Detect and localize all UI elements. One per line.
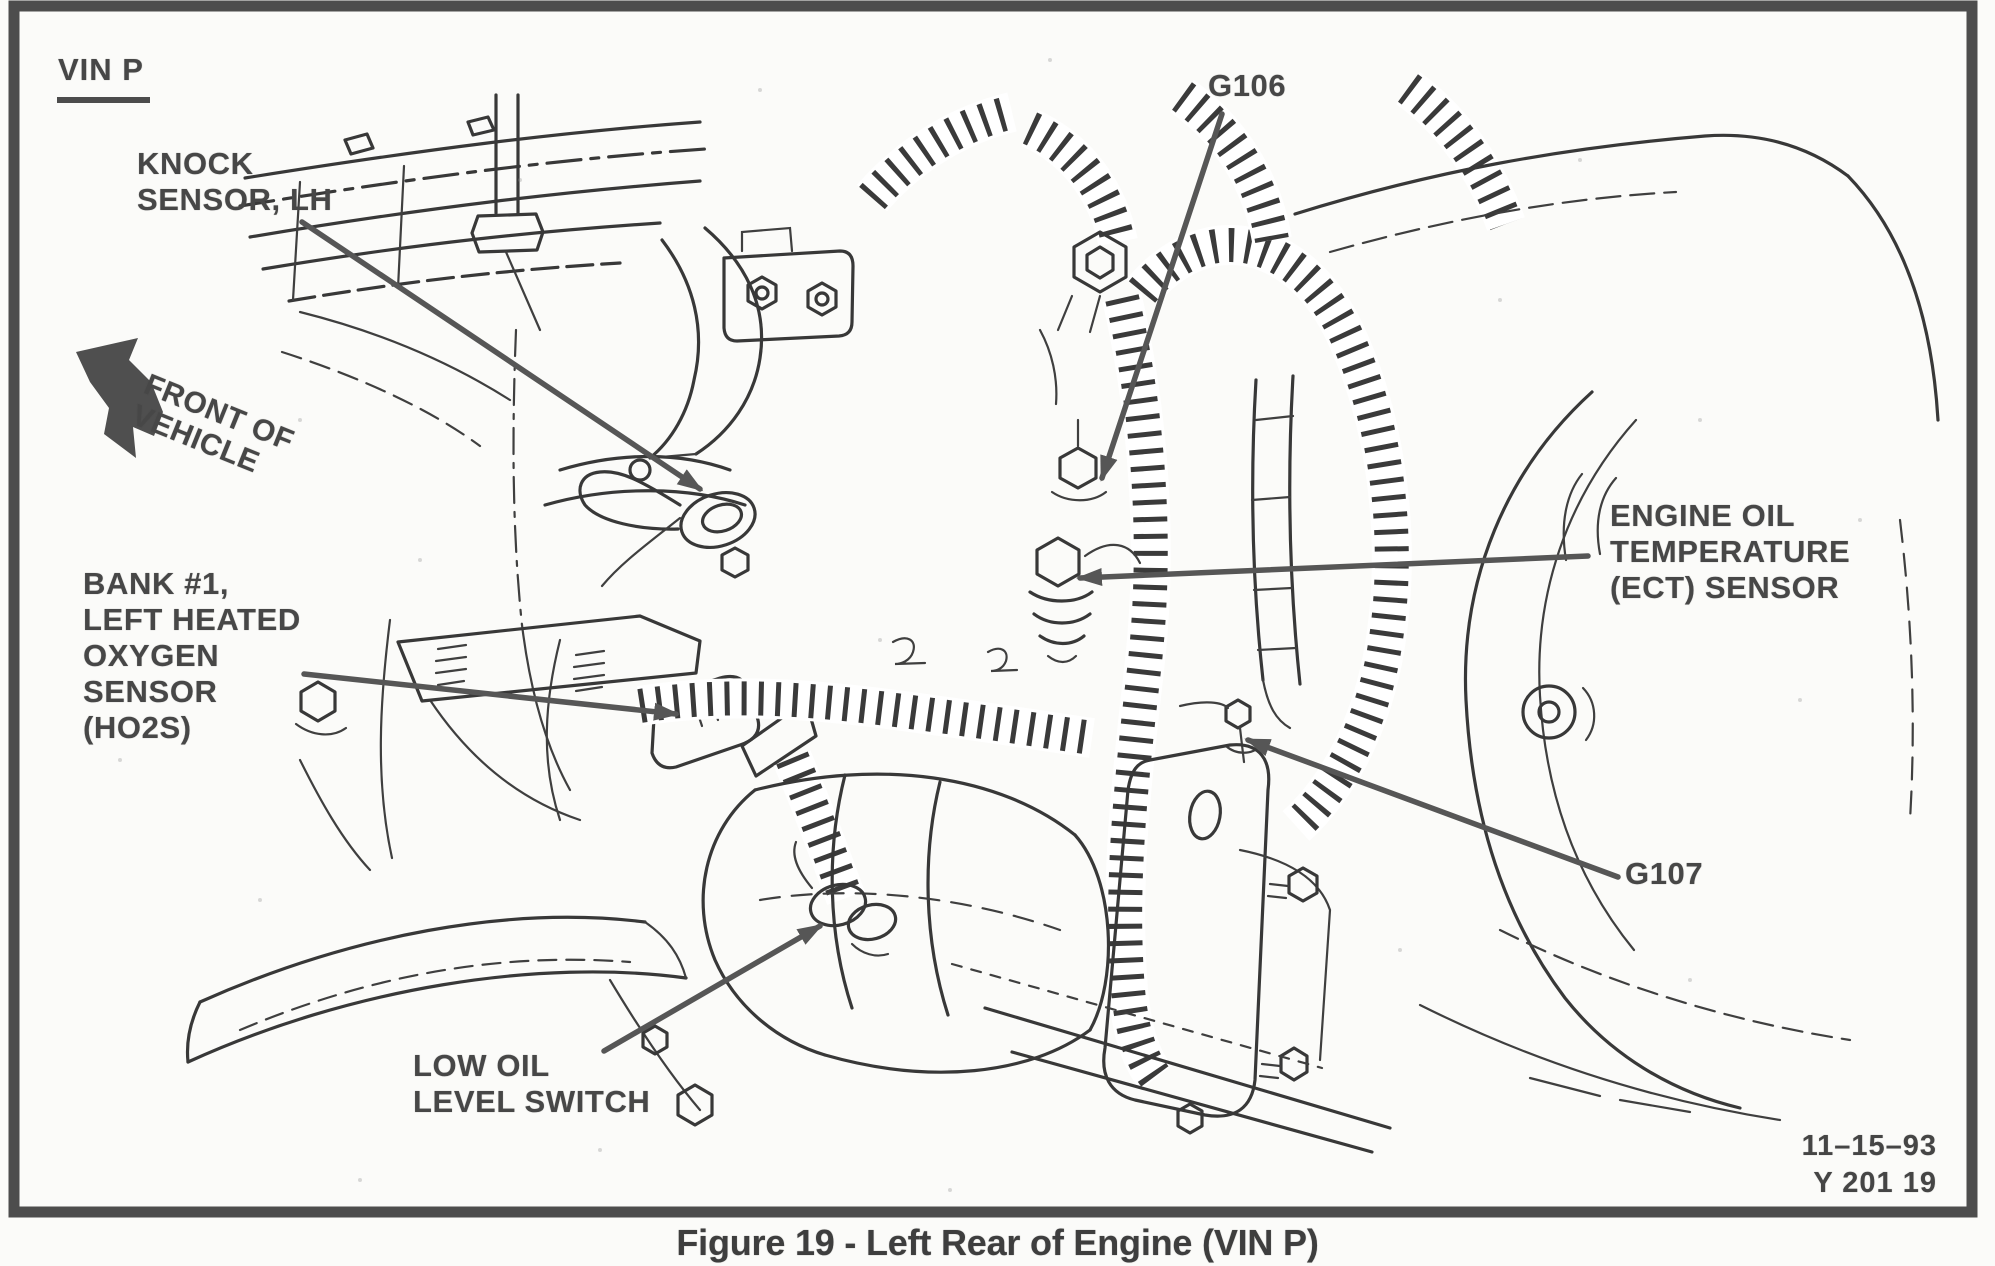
- revision-date: 11–15–93: [1801, 1130, 1937, 1162]
- harness-tubes-drawing: [636, 71, 1525, 1091]
- leader-g106: [1099, 111, 1225, 482]
- callout-g106: G106: [1208, 68, 1287, 103]
- front-of-vehicle-arrow-icon: [76, 338, 163, 458]
- exhaust-pipe-drawing: [185, 915, 714, 1127]
- revision-codes: 11–15–93 Y 201 19: [1802, 1128, 1937, 1202]
- figure-border: [8, 0, 1978, 1218]
- cowl-strip-drawing: [1250, 374, 1302, 730]
- speckle-dots: [118, 58, 1862, 1192]
- leader-lines: [299, 111, 1621, 1054]
- document-code: Y 201 19: [1813, 1167, 1937, 1200]
- leader-ho2s: [301, 671, 680, 721]
- ect-sensor-drawing: [1028, 536, 1142, 664]
- pan-rail-drawing: [950, 962, 1392, 1154]
- knock-sensor-drawing: [578, 470, 757, 588]
- engine-line-art: [118, 58, 1940, 1192]
- callout-g107: G107: [1625, 856, 1704, 891]
- dipstick-tube-drawing: [470, 93, 545, 332]
- bracket-plate-drawing: [722, 226, 855, 343]
- leader-knock-sensor: [299, 219, 704, 492]
- mount-bracket-drawing: [294, 614, 702, 872]
- callout-ho2s: BANK #1, LEFT HEATED OXYGEN SENSOR (HO2S…: [83, 566, 301, 745]
- leader-ect-sensor: [1076, 553, 1591, 587]
- low-oil-switch-drawing: [793, 840, 898, 957]
- figure-caption: Figure 19 - Left Rear of Engine (VIN P): [676, 1222, 1319, 1263]
- starter-drawing: [701, 772, 1110, 1074]
- leader-g107: [1244, 737, 1621, 880]
- callout-low-oil-switch: LOW OIL LEVEL SWITCH: [413, 1048, 651, 1119]
- callout-ect-sensor: ENGINE OIL TEMPERATURE (ECT) SENSOR: [1610, 498, 1851, 605]
- vin-label: VIN P: [57, 52, 150, 103]
- leader-low-oil-switch: [601, 923, 824, 1054]
- callout-knock-sensor: KNOCK SENSOR, LH: [137, 146, 333, 217]
- manifold-drawing: [428, 226, 764, 822]
- g106-stud-drawing: [1038, 230, 1128, 502]
